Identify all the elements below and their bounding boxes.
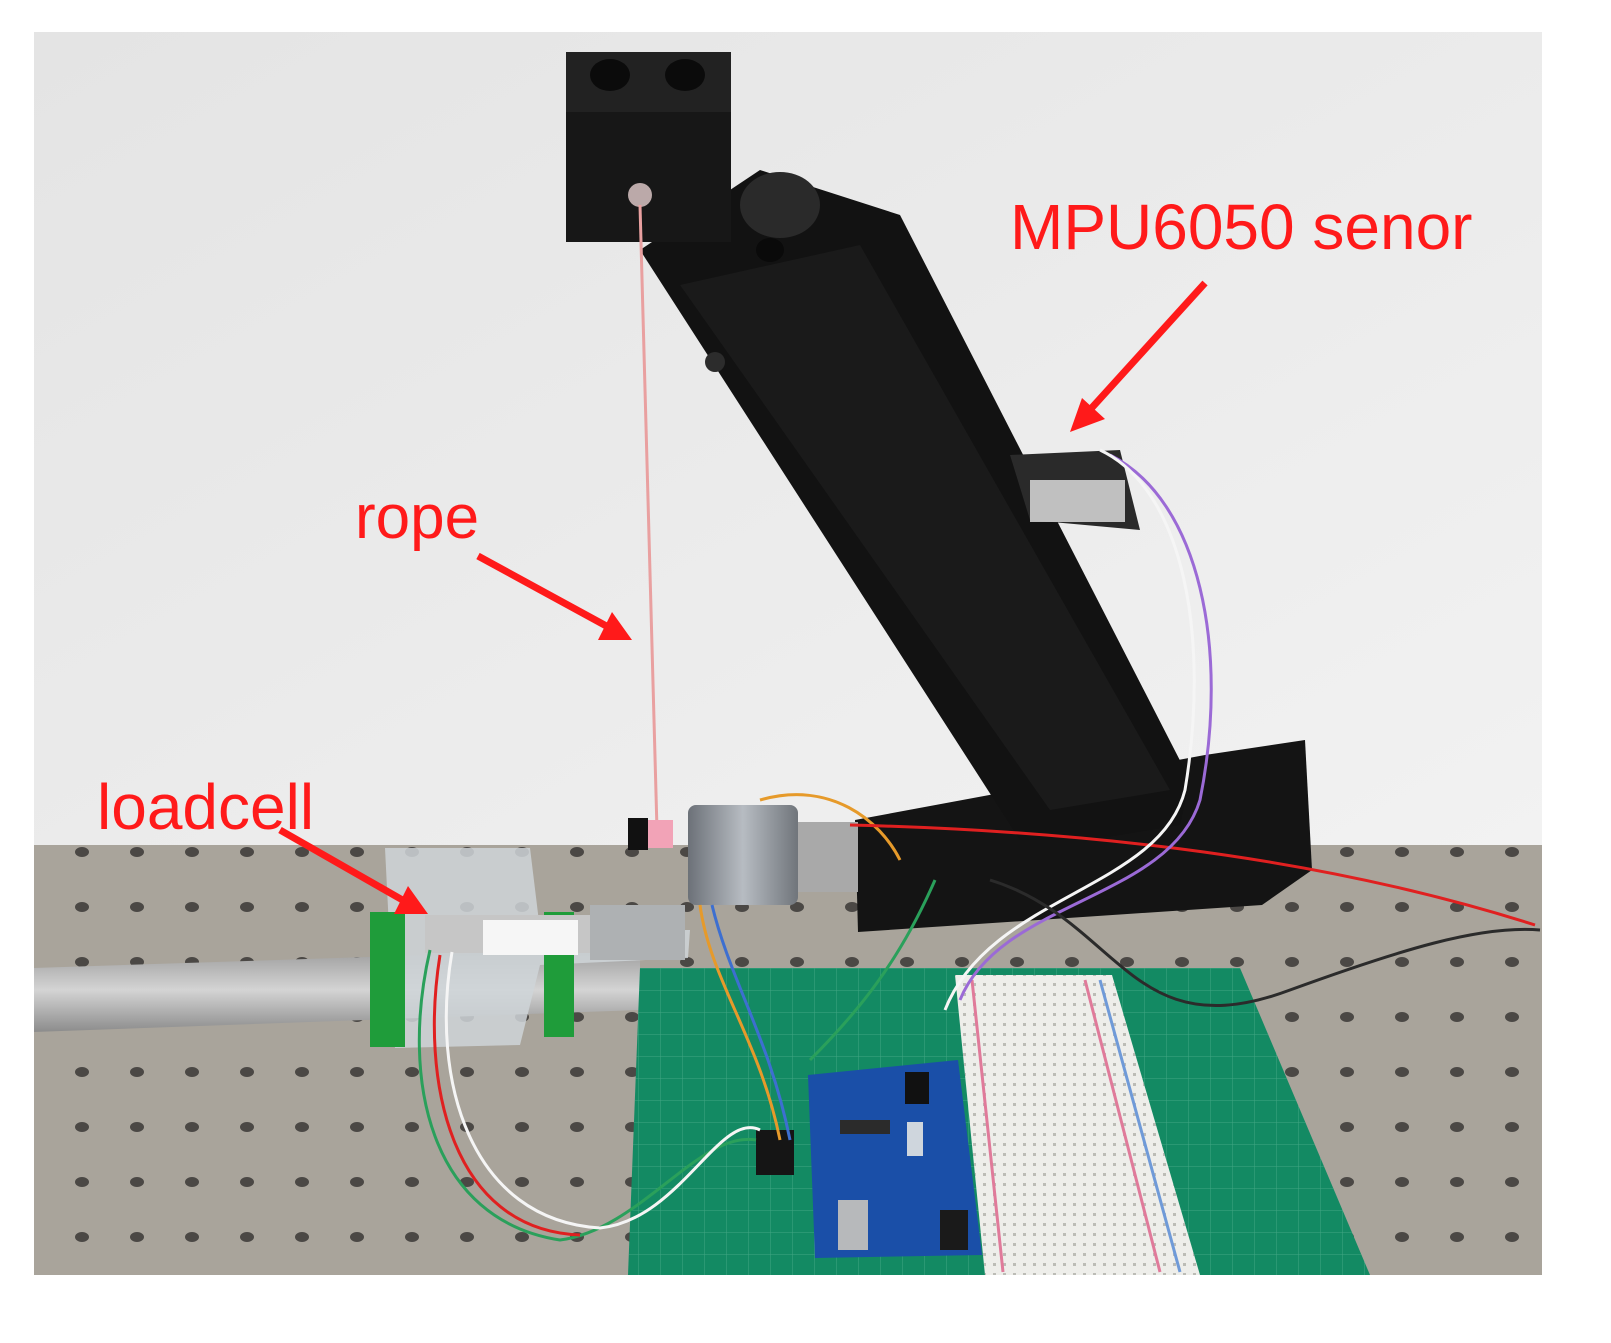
rope-label: rope bbox=[355, 483, 480, 552]
arduino-board bbox=[808, 1060, 982, 1258]
annotation-arrows bbox=[278, 280, 1208, 914]
wires bbox=[417, 448, 1541, 1242]
loadcell-label: loadcell bbox=[97, 771, 315, 843]
robotic-arm bbox=[566, 52, 1190, 840]
rope bbox=[638, 204, 659, 831]
dc-motor bbox=[628, 805, 858, 905]
photo-image bbox=[34, 32, 1542, 1275]
mpu6050-sensor-label: MPU6050 senor bbox=[1010, 191, 1473, 263]
loadcell-assembly bbox=[370, 848, 690, 1048]
hx711-module bbox=[756, 1130, 794, 1175]
